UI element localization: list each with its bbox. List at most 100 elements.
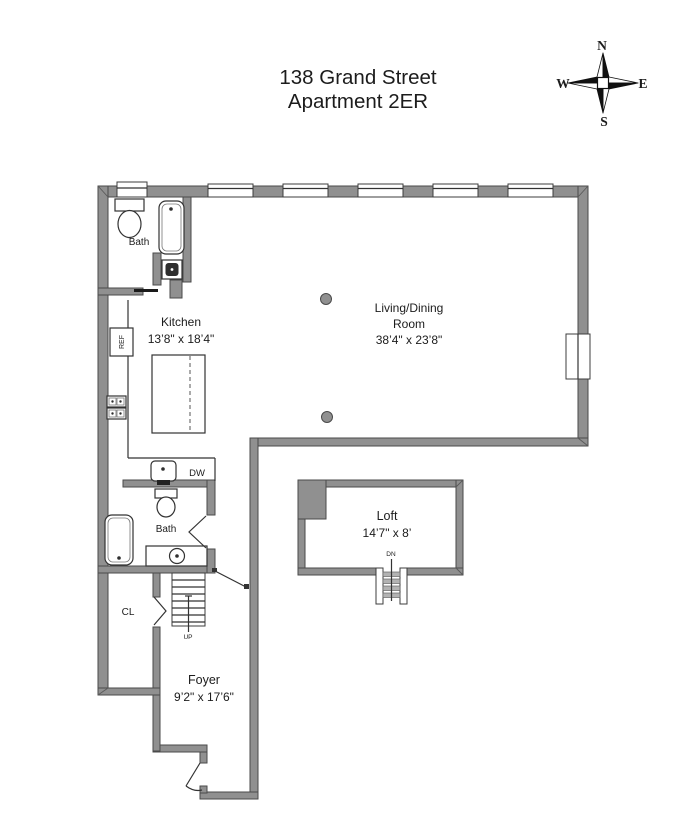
loft-wall	[455, 479, 464, 576]
bath-upper: Bath	[114, 198, 185, 292]
door-jamb	[212, 568, 217, 572]
burner	[116, 397, 125, 406]
column	[320, 293, 332, 305]
foyer-label: Foyer	[188, 673, 220, 687]
window	[282, 183, 329, 198]
kitchen-sink	[150, 460, 177, 482]
burner-dot	[111, 400, 114, 403]
wall-segment	[169, 279, 183, 299]
compass-n-label: N	[597, 38, 607, 53]
living-dims: 38’4" x 23’8"	[376, 333, 443, 347]
stove	[106, 395, 127, 408]
column	[321, 411, 333, 423]
corner-miter	[455, 479, 464, 488]
corner-miter	[97, 687, 109, 696]
burner-dot	[119, 400, 122, 403]
entry-door-arc	[185, 785, 203, 792]
plan-title: 138 Grand Street Apartment 2ER	[279, 66, 437, 113]
stair-rail	[375, 567, 384, 605]
burner	[108, 397, 117, 406]
bathtub-inner	[107, 517, 131, 563]
corner-miter	[577, 437, 589, 447]
wall-segment	[97, 687, 161, 696]
kitchen-island	[151, 354, 206, 434]
wall-segment	[97, 185, 109, 696]
title-line-1: 138 Grand Street	[279, 66, 437, 89]
door-jamb	[244, 584, 249, 589]
window	[357, 183, 404, 198]
wall-segment	[152, 572, 161, 598]
living-label-2: Room	[393, 317, 425, 331]
closet-bifold-door	[153, 596, 167, 626]
kitchen-sink-drain	[161, 467, 165, 471]
refrigerator-label: REF	[119, 335, 126, 349]
title-line-2: Apartment 2ER	[288, 90, 428, 113]
loft-wall-block	[297, 479, 327, 520]
wall-segment	[152, 744, 208, 753]
bath-lower-label: Bath	[156, 524, 177, 535]
toilet-bowl	[117, 209, 142, 239]
burner	[108, 409, 117, 418]
corner-miter	[577, 185, 589, 198]
bathtub-inner	[161, 203, 182, 252]
loft-wall	[297, 567, 377, 576]
compass-w-label: W	[556, 76, 570, 91]
burner	[116, 409, 125, 418]
dishwasher-label: DW	[189, 468, 205, 479]
corner-miter	[455, 567, 464, 576]
stairs-down-label: DN	[386, 551, 396, 558]
wall-segment	[249, 437, 259, 800]
kitchen-dims: 13’8" x 18’4"	[148, 332, 215, 346]
foyer-dims: 9’2" x 17’6"	[174, 690, 234, 704]
bath-upper-label: Bath	[129, 237, 150, 248]
pocket-door	[134, 289, 158, 292]
window	[207, 183, 254, 198]
stairs-up-label: UP	[183, 634, 192, 641]
burner-dot	[119, 412, 122, 415]
loft: Loft 14’7" x 8’ DN	[363, 509, 412, 605]
corner-miter	[97, 185, 109, 198]
wall-segment	[206, 479, 216, 516]
living-dining: Living/Dining Room 38’4" x 23’8"	[320, 293, 444, 423]
living-label-1: Living/Dining	[375, 301, 444, 315]
compass-rose: N E S W	[556, 38, 647, 129]
burner-dot	[111, 412, 114, 415]
stove	[106, 407, 127, 420]
compass-e-label: E	[638, 76, 647, 91]
foyer-area: UP CL Foyer 9’2" x 17’6"	[122, 568, 249, 792]
compass-s-label: S	[600, 114, 608, 129]
bath-lower: Bath	[104, 488, 208, 567]
wall-segment	[577, 185, 589, 447]
loft-dims: 14’7" x 8’	[363, 526, 412, 540]
wall-segment	[152, 252, 162, 286]
walls	[97, 185, 589, 800]
wall-segment	[199, 791, 259, 800]
bath-door	[188, 515, 207, 549]
vanity-sink-drain	[175, 554, 179, 558]
wall-segment	[97, 565, 216, 574]
toilet-tank	[114, 198, 145, 212]
wall-segment	[199, 785, 208, 794]
bath-sink-drain	[170, 268, 174, 271]
kitchen-label: Kitchen	[161, 315, 201, 329]
kitchen-faucet	[157, 480, 170, 485]
toilet-bowl	[156, 496, 176, 518]
loft-wall	[405, 567, 464, 576]
bathtub	[104, 514, 134, 566]
entry-door	[185, 762, 201, 787]
refrigerator	[109, 327, 134, 357]
closet-label: CL	[122, 607, 135, 618]
stair-rail	[399, 567, 408, 605]
window	[116, 181, 148, 198]
wall-segment	[249, 437, 589, 447]
bathtub-drain	[169, 207, 173, 211]
compass-center	[596, 76, 610, 90]
loft-label: Loft	[377, 509, 398, 523]
kitchen: REF DW Kitchen 13’8" x 18’4"	[106, 300, 216, 485]
window	[432, 183, 479, 198]
bathtub-drain	[117, 556, 121, 560]
window	[507, 183, 554, 198]
bathtub	[158, 200, 185, 255]
